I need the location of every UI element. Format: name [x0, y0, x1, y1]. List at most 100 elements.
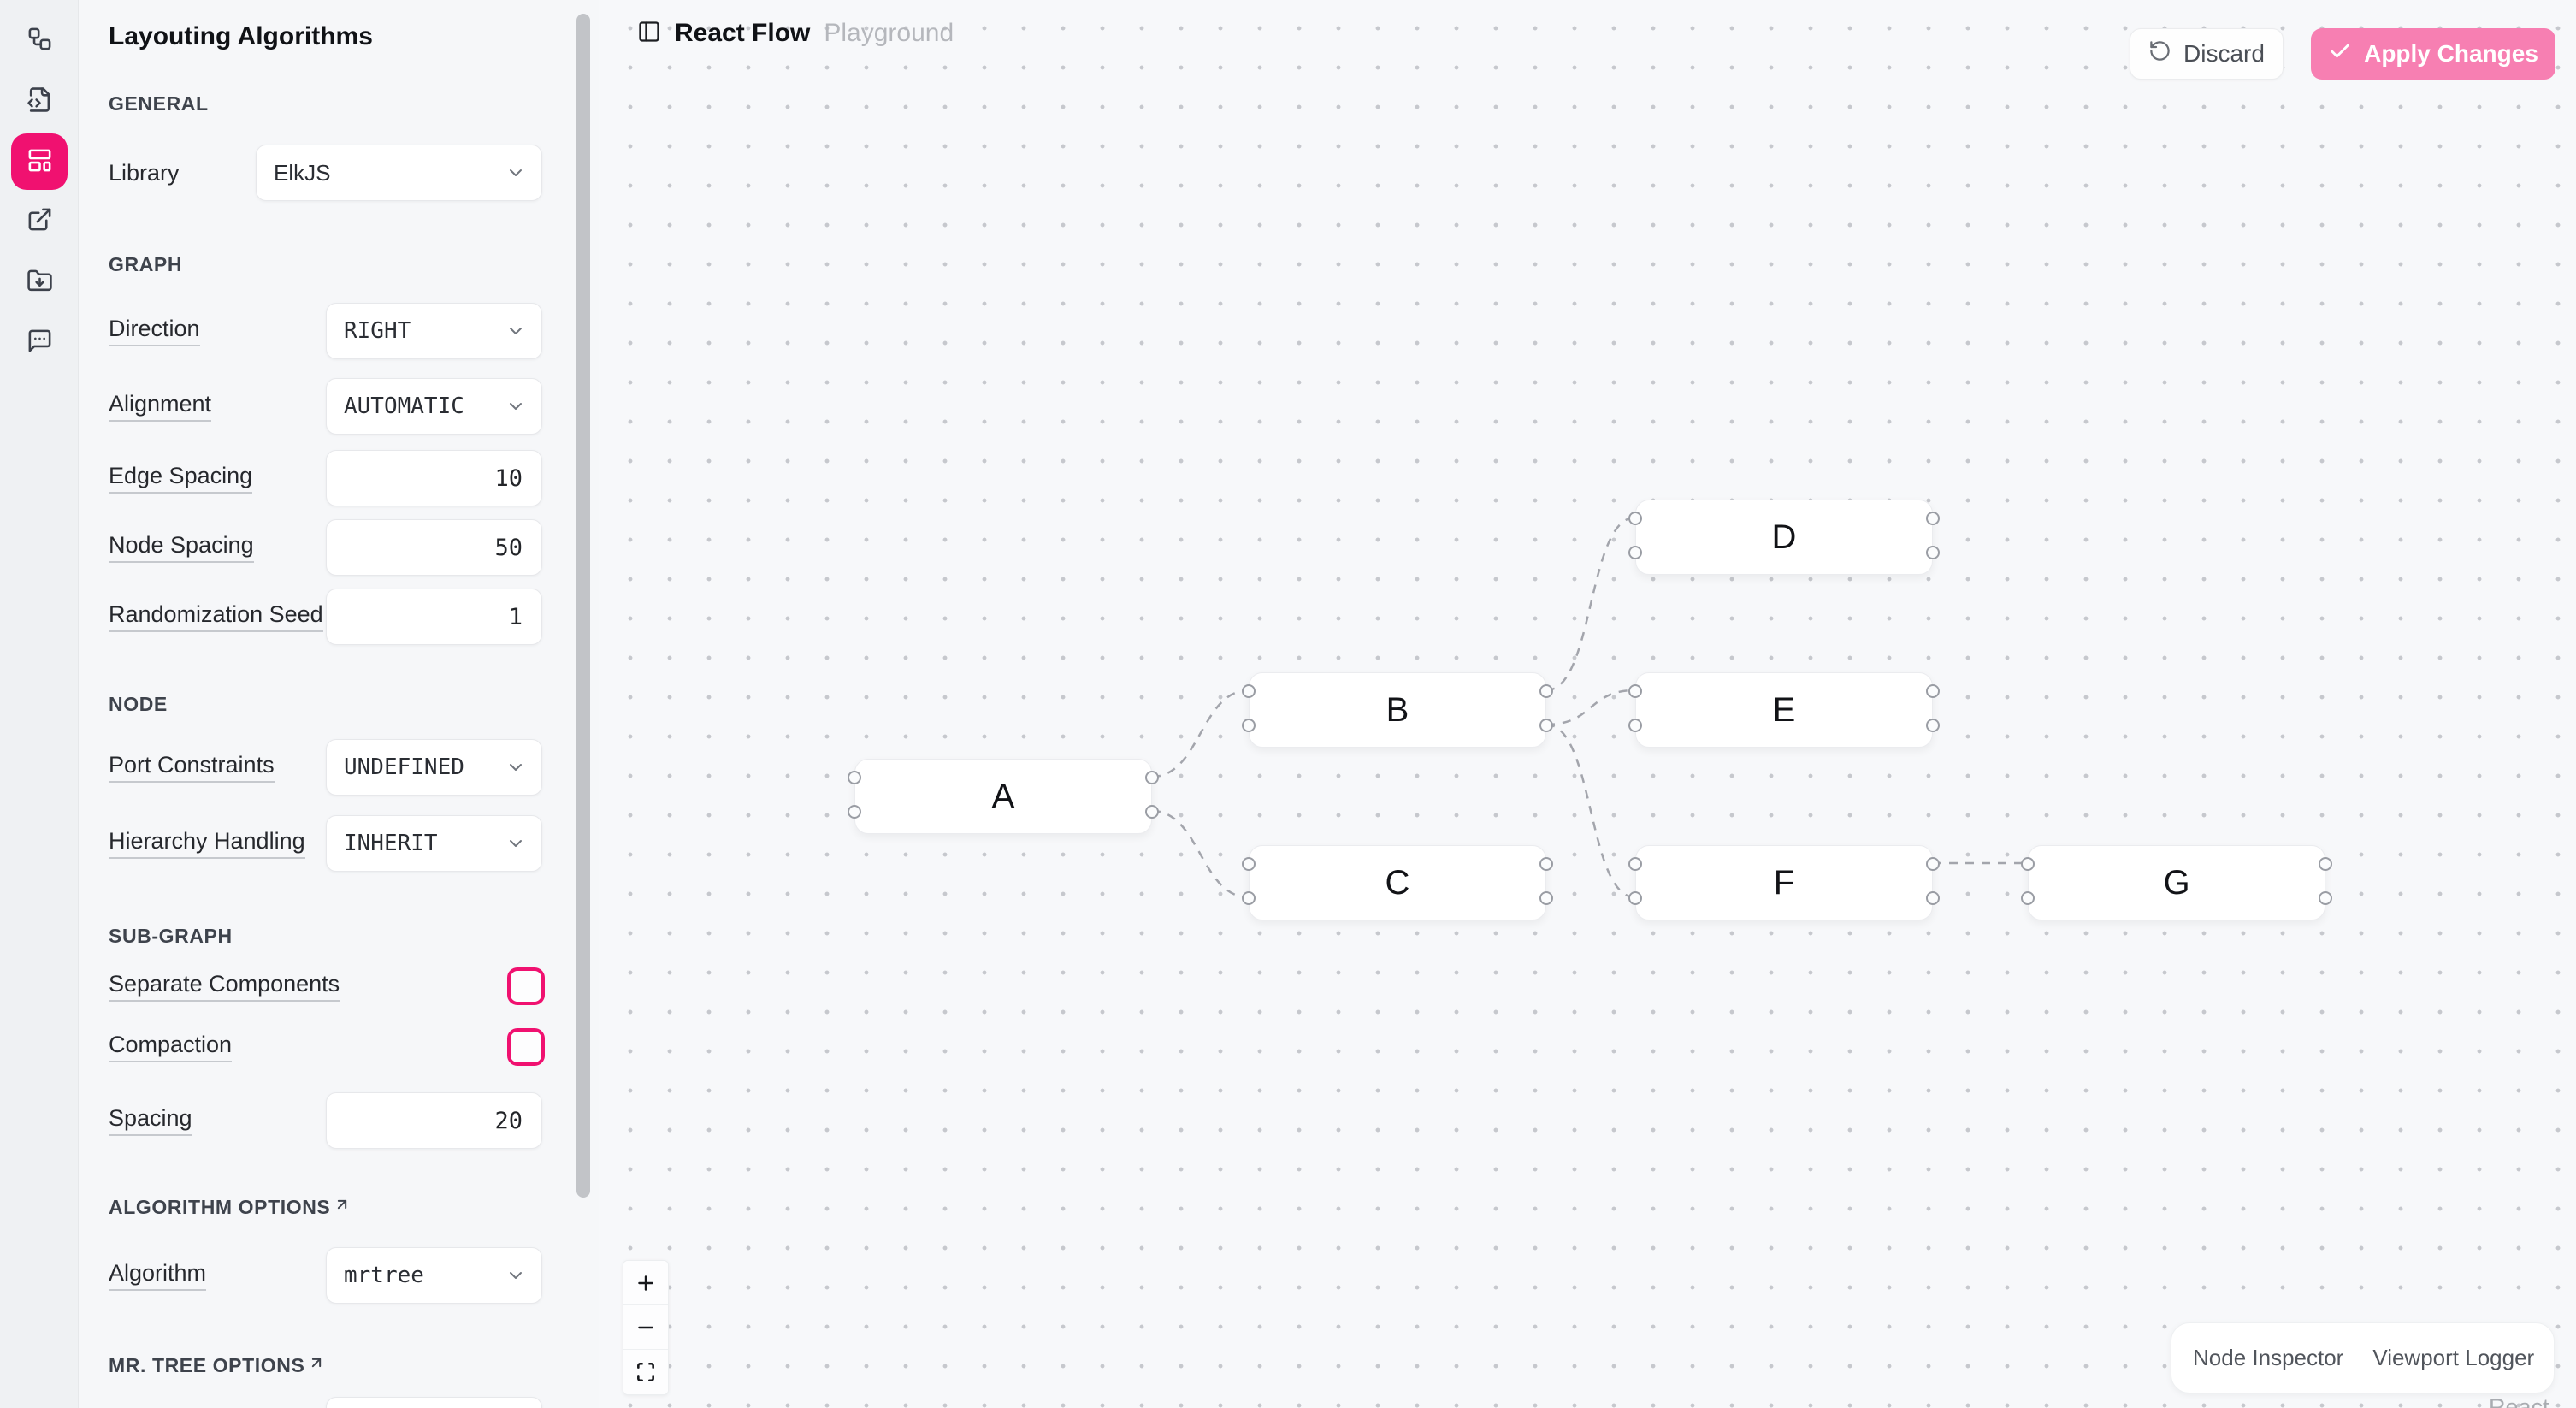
sidebar-item-code[interactable] [19, 80, 60, 121]
edge-spacing-input[interactable] [327, 451, 541, 506]
spacing-input[interactable] [327, 1093, 541, 1148]
chevron-down-icon [510, 169, 522, 176]
node-handle[interactable] [1628, 512, 1642, 525]
minus-icon [638, 1326, 653, 1328]
node-label: B [1385, 690, 1409, 729]
node-handle[interactable] [1539, 684, 1553, 698]
randomization-seed-input[interactable] [327, 589, 541, 644]
node-spacing-input[interactable] [327, 520, 541, 575]
discard-button[interactable]: Discard [2130, 28, 2284, 80]
node-handle[interactable] [1628, 719, 1642, 732]
settings-panel: Layouting Algorithms GENERAL Library Elk… [79, 0, 599, 1408]
node-inspector-button[interactable]: Node Inspector [2193, 1345, 2344, 1370]
zoom-controls [623, 1260, 669, 1395]
external-link-icon [27, 206, 53, 235]
chevron-down-icon [510, 840, 522, 847]
port-constraints-select[interactable]: UNDEFINED [326, 739, 542, 796]
panel-scrollbar[interactable] [576, 14, 590, 1198]
node-handle[interactable] [2021, 857, 2035, 871]
rotate-ccw-icon [2148, 39, 2171, 68]
node-handle[interactable] [1926, 857, 1940, 871]
apply-changes-button[interactable]: Apply Changes [2311, 28, 2555, 80]
flow-node-C[interactable]: C [1242, 845, 1553, 920]
node-handle[interactable] [1539, 891, 1553, 905]
section-graph: GRAPH [109, 253, 183, 275]
node-handle[interactable] [1628, 857, 1642, 871]
node-handle[interactable] [1242, 719, 1256, 732]
canvas-header: React Flow Playground [637, 19, 954, 48]
alignment-select[interactable]: AUTOMATIC [326, 378, 542, 435]
flow-node-A[interactable]: A [848, 759, 1159, 834]
node-handle[interactable] [1926, 719, 1940, 732]
node-handle[interactable] [1145, 805, 1159, 819]
node-handle[interactable] [848, 771, 861, 784]
node-handle[interactable] [2319, 891, 2332, 905]
flow-node-G[interactable]: G [2021, 845, 2332, 920]
section-mr-tree-options: MR. TREE OPTIONS [109, 1354, 325, 1377]
library-select[interactable]: ElkJS [256, 145, 542, 201]
flow-node-F[interactable]: F [1628, 845, 1940, 920]
node-handle[interactable] [1145, 771, 1159, 784]
panel-left-toggle-icon[interactable] [637, 20, 661, 48]
flow-canvas[interactable]: A B C D E F G React Flow Playground Discard Ap… [599, 0, 2576, 1408]
fullscreen-icon [637, 1362, 654, 1382]
chevron-down-icon [510, 403, 522, 410]
sidebar-item-export[interactable] [19, 262, 60, 303]
node-handle[interactable] [1242, 891, 1256, 905]
sidebar-item-workflow[interactable] [19, 20, 60, 61]
node-handle[interactable] [1539, 719, 1553, 732]
hierarchy-handling-label: Hierarchy Handling [109, 815, 305, 872]
node-handle[interactable] [2319, 857, 2332, 871]
alignment-label: Alignment [109, 378, 212, 435]
node-handle[interactable] [1628, 891, 1642, 905]
chevron-down-icon [510, 328, 522, 334]
chevron-down-icon [510, 764, 522, 771]
hierarchy-handling-select[interactable]: INHERIT [326, 815, 542, 872]
reactflow-attribution[interactable]: React Flow [2489, 1394, 2549, 1408]
algorithm-select[interactable]: mrtree [326, 1247, 542, 1304]
next-option-select-partial[interactable] [326, 1397, 542, 1408]
message-square-more-icon [27, 328, 53, 357]
compaction-label: Compaction [109, 1028, 233, 1066]
node-handle[interactable] [1628, 684, 1642, 698]
arrow-up-right-icon [338, 1199, 347, 1209]
node-handle[interactable] [1926, 512, 1940, 525]
compaction-checkbox[interactable] [507, 1028, 545, 1066]
app-title: React Flow [675, 19, 811, 47]
workflow-icon [27, 26, 53, 55]
chevron-down-icon [510, 1272, 522, 1279]
separate-components-label: Separate Components [109, 967, 340, 1005]
section-node: NODE [109, 693, 168, 715]
node-label: C [1385, 863, 1410, 902]
direction-select[interactable]: RIGHT [326, 303, 542, 359]
edge-spacing-label: Edge Spacing [109, 450, 253, 506]
node-label: A [991, 777, 1015, 815]
zoom-in-button[interactable] [623, 1261, 668, 1305]
devtools-panel: Node Inspector Viewport Logger [2171, 1322, 2555, 1393]
separate-components-checkbox[interactable] [507, 967, 545, 1005]
flow-node-B[interactable]: B [1242, 672, 1553, 748]
layout-template-icon [27, 147, 53, 176]
node-label: E [1772, 690, 1796, 729]
flow-node-D[interactable]: D [1628, 500, 1940, 575]
viewport-logger-button[interactable]: Viewport Logger [2372, 1345, 2535, 1370]
zoom-out-button[interactable] [623, 1305, 668, 1350]
node-handle[interactable] [1926, 684, 1940, 698]
node-handle[interactable] [1242, 684, 1256, 698]
sidebar-item-share[interactable] [19, 200, 60, 241]
node-handle[interactable] [1628, 546, 1642, 559]
node-handle[interactable] [848, 805, 861, 819]
sidebar-item-layout[interactable] [11, 133, 68, 190]
edge-layer [1151, 516, 2028, 899]
node-handle[interactable] [1926, 891, 1940, 905]
node-handle[interactable] [1242, 857, 1256, 871]
flow-node-E[interactable]: E [1628, 672, 1940, 748]
fit-view-button[interactable] [623, 1350, 668, 1394]
node-handle[interactable] [2021, 891, 2035, 905]
sidebar-item-feedback[interactable] [19, 322, 60, 363]
node-handle[interactable] [1926, 546, 1940, 559]
flow-edge-A-C [1151, 809, 1250, 899]
activity-bar [0, 0, 79, 1408]
plus-icon [638, 1275, 653, 1291]
node-handle[interactable] [1539, 857, 1553, 871]
